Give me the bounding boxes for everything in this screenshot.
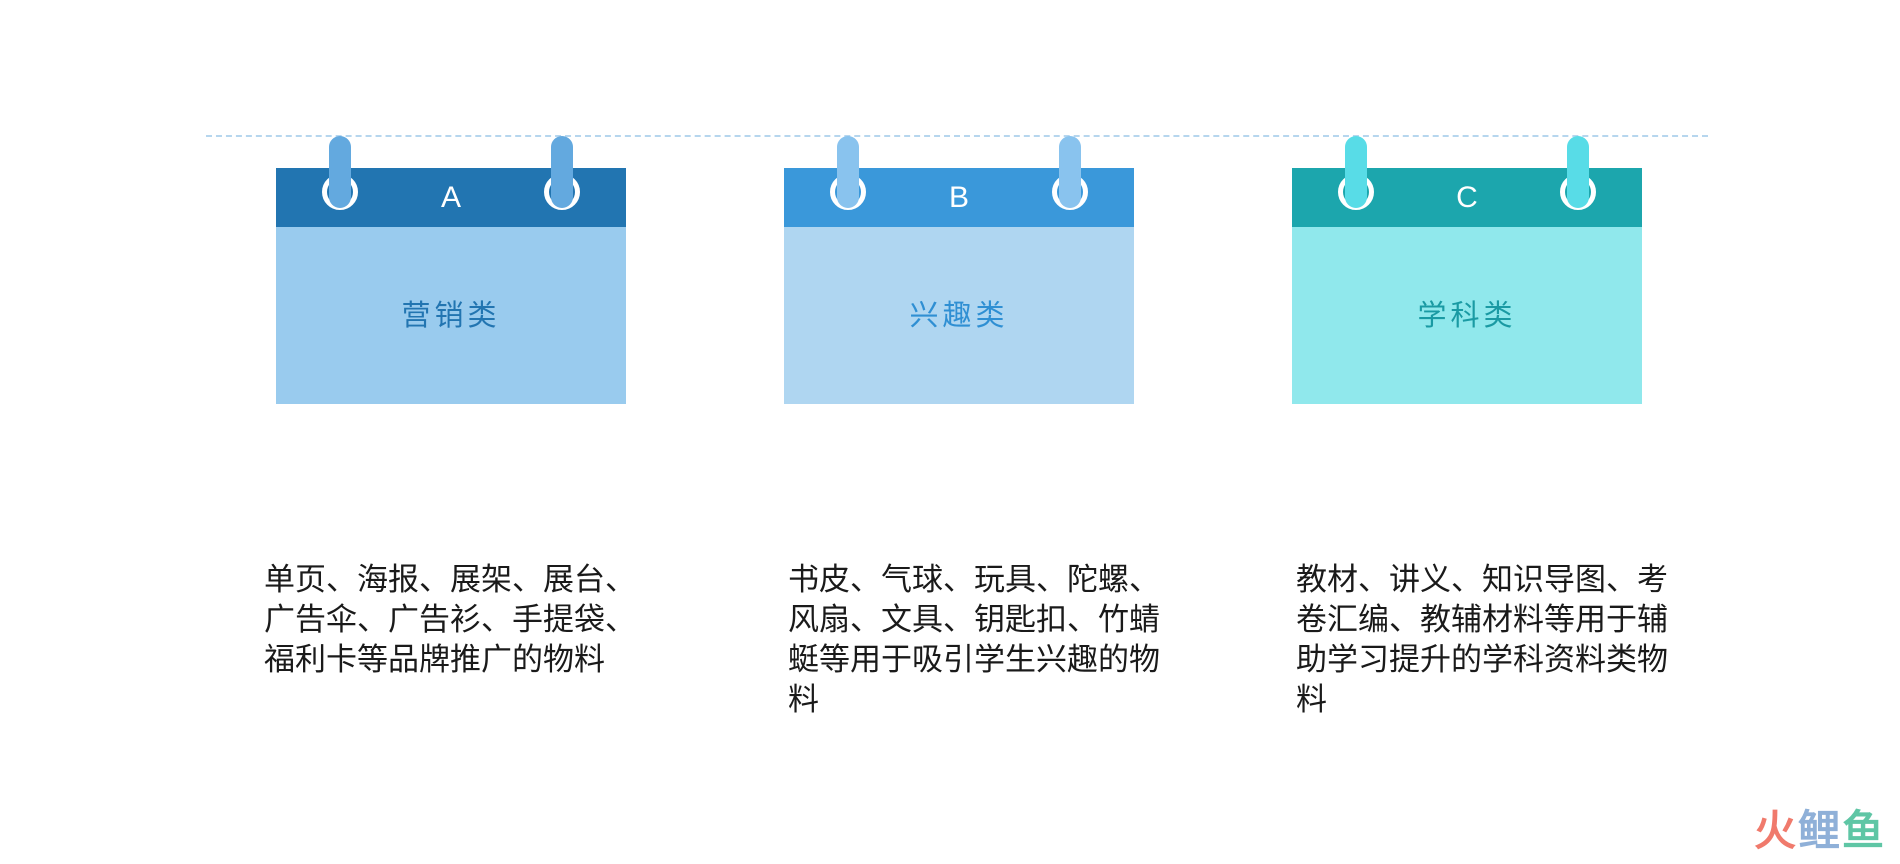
card-subject: C 学科类 [1292,136,1642,404]
binder-clip-icon [1567,136,1589,208]
watermark-char: 鲤 [1797,806,1842,855]
binder-clip-icon [1059,136,1081,208]
card-title: 兴趣类 [909,298,1009,332]
card-body: 营销类 [276,227,626,404]
card-description-marketing: 单页、海报、展架、展台、广告伞、广告衫、手提袋、福利卡等品牌推广的物料 [264,562,636,678]
binder-clip-icon [551,136,573,208]
card-body: 学科类 [1292,227,1642,404]
card-description-subject: 教材、讲义、知识导图、考卷汇编、教辅材料等用于辅助学习提升的学科资料类物料 [1296,562,1668,718]
hanging-dashed-line [206,135,1708,137]
binder-clip-icon [837,136,859,208]
card-title: 学科类 [1417,298,1517,332]
watermark-char: 鱼 [1841,806,1886,855]
card-letter: C [1456,181,1478,214]
card-body: 兴趣类 [784,227,1134,404]
card-interest: B 兴趣类 [784,136,1134,404]
card-letter: A [440,181,461,214]
card-letter: B [948,181,969,214]
watermark-char: 火 [1753,806,1798,855]
card-description-interest: 书皮、气球、玩具、陀螺、风扇、文具、钥匙扣、竹蜻蜓等用于吸引学生兴趣的物料 [788,562,1160,718]
watermark-logo: 火鲤鱼 [1754,797,1886,858]
card-title: 营销类 [401,298,501,332]
binder-clip-icon [1345,136,1367,208]
binder-clip-icon [329,136,351,208]
card-marketing: A 营销类 [276,136,626,404]
